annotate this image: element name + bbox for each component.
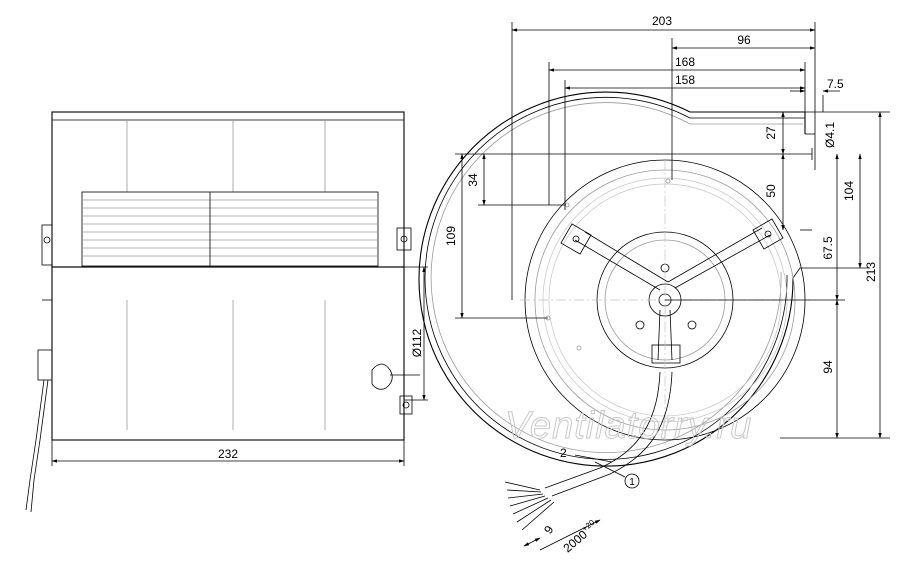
width-dimension-label: 232 bbox=[218, 447, 238, 461]
motor-support-arms bbox=[560, 218, 784, 364]
cable-length-label: 2000+20 bbox=[560, 518, 601, 556]
dim-50: 50 bbox=[764, 184, 778, 198]
dim-96: 96 bbox=[737, 33, 751, 47]
callout-1-circle bbox=[624, 473, 640, 489]
watermark: Ventilatorry.ru bbox=[505, 405, 752, 447]
front-view: 203 96 168 158 7.5 27 Ø4.1 34 109 50 104 bbox=[418, 14, 890, 556]
dim-213: 213 bbox=[864, 262, 878, 282]
side-view: 232 Ø112 bbox=[25, 111, 428, 513]
callout-1: 1 bbox=[629, 477, 635, 488]
cable-length-tolerance: +20 bbox=[580, 518, 597, 534]
dim-158: 158 bbox=[675, 73, 695, 87]
dim-203: 203 bbox=[652, 14, 672, 28]
diameter-dimension-label: Ø112 bbox=[410, 328, 424, 357]
dim-67-5: 67.5 bbox=[821, 236, 835, 260]
dim-109: 109 bbox=[444, 226, 458, 246]
dim-168: 168 bbox=[675, 55, 695, 69]
dim-104: 104 bbox=[842, 181, 856, 201]
callout-2: 2 bbox=[560, 446, 567, 460]
dim-34: 34 bbox=[466, 173, 480, 187]
inlet-grille bbox=[81, 191, 379, 267]
cable-bundle bbox=[504, 371, 673, 531]
dim-7-5: 7.5 bbox=[827, 77, 844, 91]
dim-d4-1: Ø4.1 bbox=[823, 122, 837, 148]
dim-94: 94 bbox=[821, 360, 835, 374]
dim-9: 9 bbox=[541, 523, 556, 537]
dim-27: 27 bbox=[764, 126, 778, 140]
